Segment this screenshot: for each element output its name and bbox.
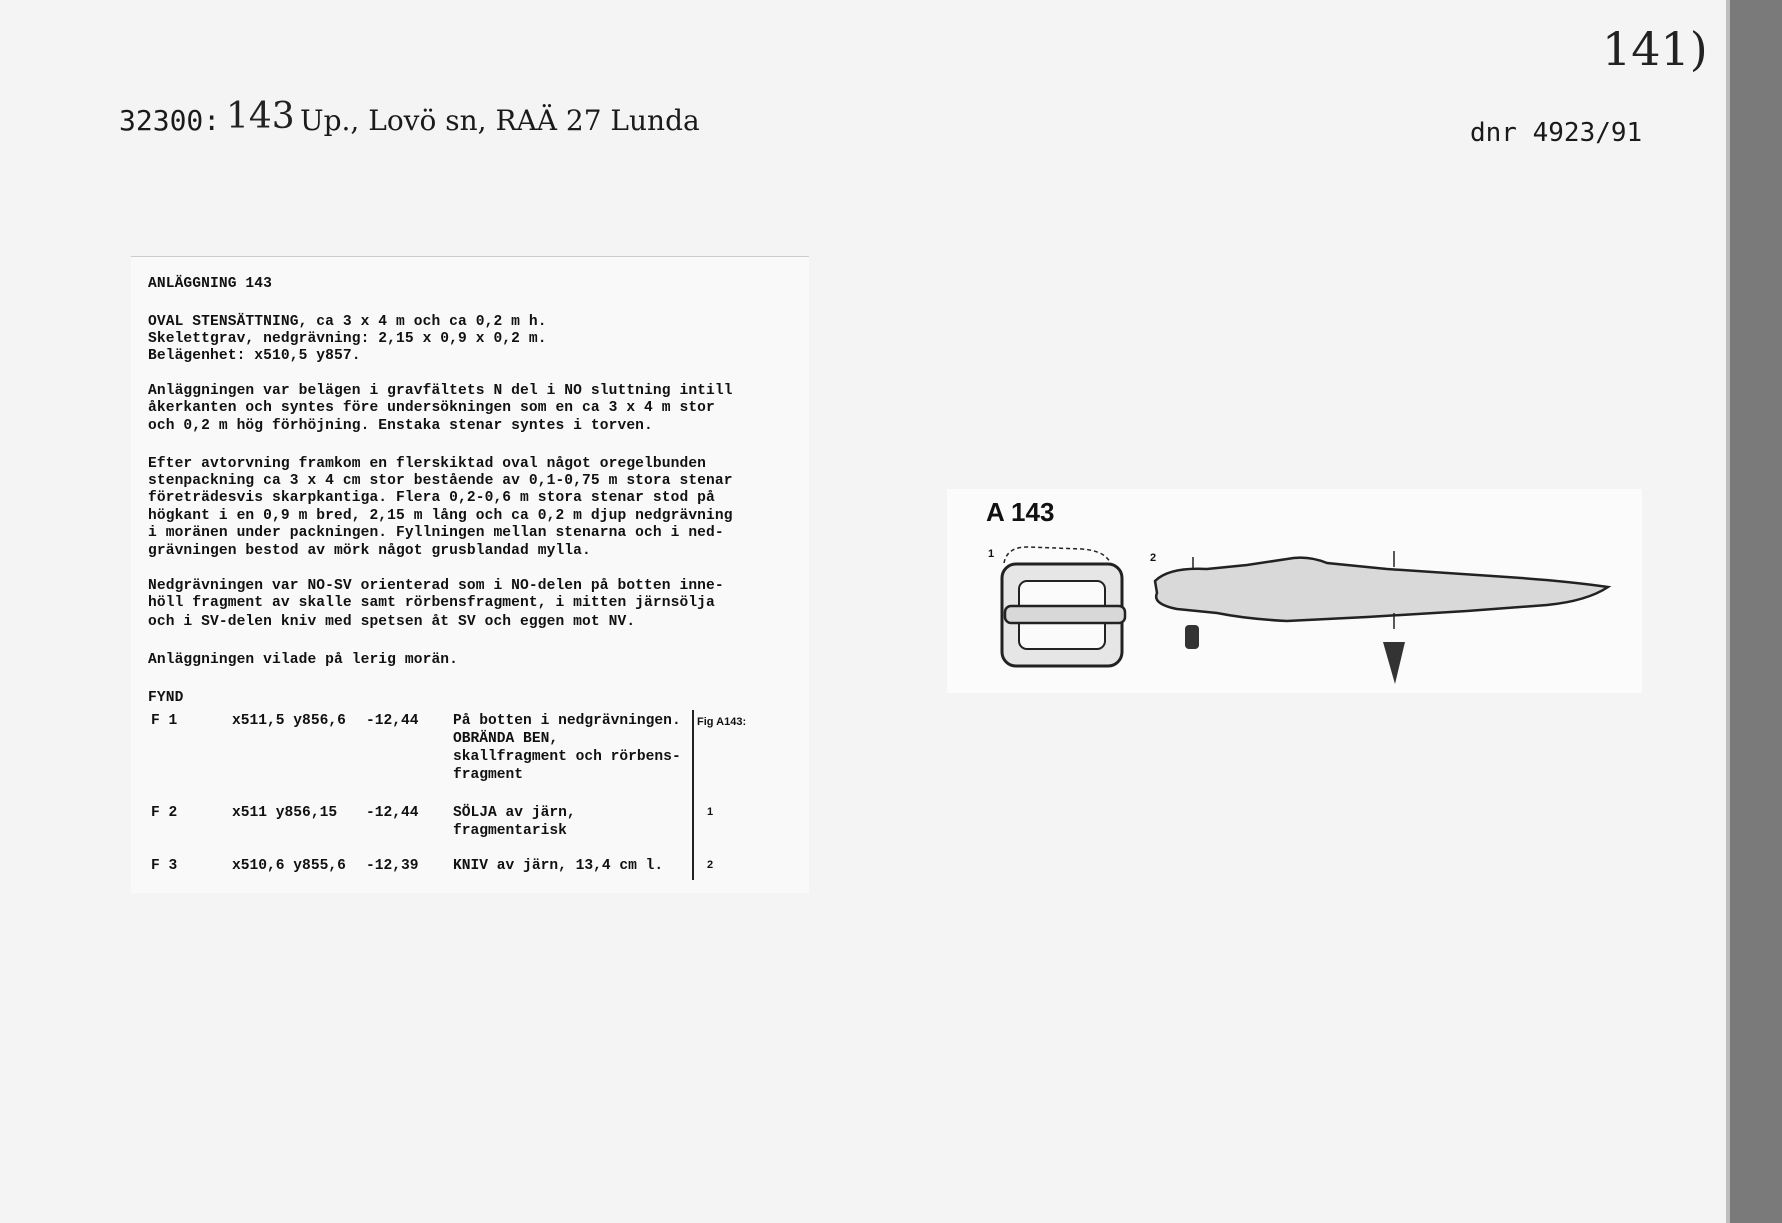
find-desc: skallfragment och rörbens- xyxy=(453,749,681,765)
finds-heading: FYND xyxy=(148,690,184,706)
knife-blade-section xyxy=(1383,642,1405,684)
find-id: F 3 xyxy=(151,858,178,874)
knife-tang-section xyxy=(1185,625,1199,649)
paragraph-line: grävningen bestod av mörk något grusblan… xyxy=(148,543,591,559)
find-desc: På botten i nedgrävningen. xyxy=(453,713,681,729)
figure-item-number: 1 xyxy=(988,548,995,560)
buckle-drawing xyxy=(1000,546,1127,668)
find-depth: -12,44 xyxy=(366,713,419,729)
dnr-number: dnr 4923/91 xyxy=(1470,118,1643,148)
page-number-handwritten: 141) xyxy=(1602,22,1708,76)
location-heading: Up., Lovö sn, RAÄ 27 Lunda xyxy=(300,104,700,137)
figure-item-number: 2 xyxy=(1150,552,1157,564)
find-illustration-panel xyxy=(947,489,1642,693)
find-coords: x510,6 y855,6 xyxy=(232,858,346,874)
figure-label: A 143 xyxy=(986,497,1055,527)
find-id: F 2 xyxy=(151,805,178,821)
find-id: F 1 xyxy=(151,713,178,729)
find-coords: x511 y856,15 xyxy=(232,805,338,821)
paragraph-line: högkant i en 0,9 m bred, 2,15 m lång och… xyxy=(148,508,733,524)
paragraph-line: och 0,2 m hög förhöjning. Enstaka stenar… xyxy=(148,418,653,434)
knife-drawing xyxy=(1153,551,1612,629)
paragraph-line: höll fragment av skalle samt rörbensfrag… xyxy=(148,595,715,611)
find-drawings xyxy=(1000,546,1612,684)
paragraph-line: åkerkanten och syntes före undersökninge… xyxy=(148,400,715,416)
find-desc: fragmentarisk xyxy=(453,823,567,839)
find-desc: SÖLJA av järn, xyxy=(453,805,576,821)
summary-line: Belägenhet: x510,5 y857. xyxy=(148,348,361,364)
summary-line: OVAL STENSÄTTNING, ca 3 x 4 m och ca 0,2… xyxy=(148,314,547,330)
paragraph-line: Anläggningen var belägen i gravfältets N… xyxy=(148,383,733,399)
find-depth: -12,39 xyxy=(366,858,419,874)
paragraph-line: företrädesvis skarpkantiga. Flera 0,2-0,… xyxy=(148,490,715,506)
record-title: ANLÄGGNING 143 xyxy=(148,276,273,292)
paragraph-line: Efter avtorvning framkom en flerskiktad … xyxy=(148,456,707,472)
summary-line: Skelettgrav, nedgrävning: 2,15 x 0,9 x 0… xyxy=(148,331,547,347)
paragraph-line: stenpackning ca 3 x 4 cm stor bestående … xyxy=(148,473,733,489)
find-desc: OBRÄNDA BEN, xyxy=(453,731,559,747)
scan-edge-shadow xyxy=(1726,0,1732,1223)
fig-column-header: Fig A143: xyxy=(697,716,747,728)
catalog-number: 32300: xyxy=(119,104,221,137)
find-coords: x511,5 y856,6 xyxy=(232,713,346,729)
catalog-suffix-handwritten: 143 xyxy=(226,96,295,137)
table-divider xyxy=(692,710,694,880)
paragraph-line: och i SV-delen kniv med spetsen åt SV oc… xyxy=(148,614,636,630)
find-desc: fragment xyxy=(453,767,524,783)
find-fig: 1 xyxy=(707,806,714,818)
find-desc: KNIV av järn, 13,4 cm l. xyxy=(453,858,664,874)
scan-edge xyxy=(1730,0,1782,1223)
find-fig: 2 xyxy=(707,859,714,871)
paragraph-line: Anläggningen vilade på lerig morän. xyxy=(148,652,459,668)
record-sheet xyxy=(131,256,809,893)
paragraph-line: i moränen under packningen. Fyllningen m… xyxy=(148,525,724,541)
find-depth: -12,44 xyxy=(366,805,419,821)
paragraph-line: Nedgrävningen var NO-SV orienterad som i… xyxy=(148,578,724,594)
